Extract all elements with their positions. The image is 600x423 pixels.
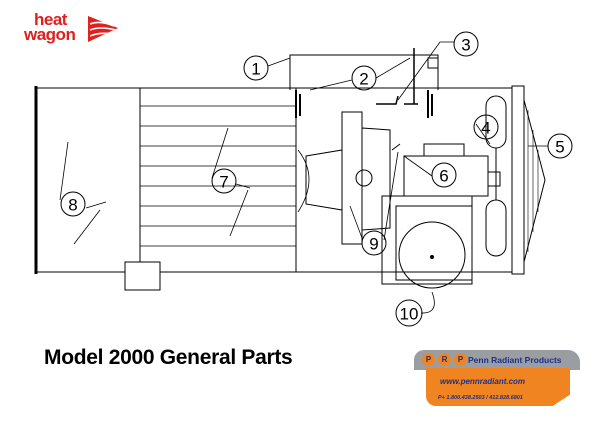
company-name: Penn Radiant Products [468,355,562,365]
svg-text:6: 6 [439,167,448,186]
svg-text:2: 2 [359,70,368,89]
page-title: Model 2000 General Parts [44,346,293,369]
badge-letter-r: R [438,353,451,366]
logo-text-heat: heat [34,10,67,29]
callout-2: 2 [351,65,377,91]
callout-6: 6 [431,162,457,188]
heater-parts-diagram: 1 2 3 4 5 6 7 8 9 10 [34,31,573,327]
callout-9: 9 [361,230,387,256]
callout-8: 8 [60,191,86,217]
svg-text:9: 9 [369,235,378,254]
phone-numbers: P+ 1.800.438.2503 / 412.828.6801 [438,395,523,401]
svg-text:4: 4 [481,119,490,138]
burner-assembly [297,111,401,245]
badge-letter-p: P [422,353,435,366]
callout-7: 7 [211,168,237,194]
badge-letter-p2: P [454,353,467,366]
penn-radiant-badge: P R P Penn Radiant Products www.pennradi… [414,350,584,408]
svg-text:7: 7 [219,173,228,192]
badge-body [426,368,570,406]
svg-text:1: 1 [251,60,260,79]
flame-flag-icon [88,16,118,42]
heat-wagon-logo: heat wagon [24,10,120,48]
svg-text:5: 5 [555,138,564,157]
website-link[interactable]: www.pennradiant.com [440,377,526,386]
callout-10: 10 [395,299,423,327]
callout-3: 3 [453,31,479,57]
callout-4: 4 [473,114,499,140]
svg-text:3: 3 [461,36,470,55]
svg-text:8: 8 [68,196,77,215]
callout-leaders [59,41,548,314]
logo-text-wagon: wagon [24,25,76,44]
svg-text:10: 10 [400,305,419,324]
callout-5: 5 [547,133,573,159]
motor-and-fan [295,48,507,289]
heater-housing [34,54,546,291]
callout-1: 1 [243,55,269,81]
